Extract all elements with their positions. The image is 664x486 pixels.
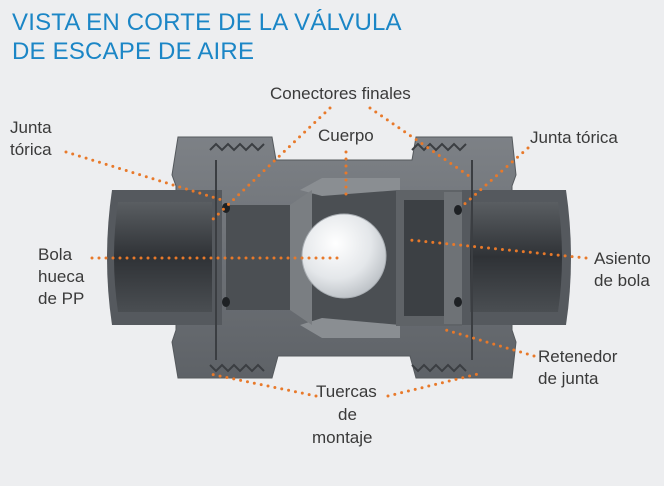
label-bola-line-1: Bola	[38, 245, 72, 265]
label-tuercas-line-1: Tuercas	[316, 382, 377, 402]
label-cuerpo: Cuerpo	[318, 126, 374, 146]
label-tuercas-line-3: montaje	[312, 428, 372, 448]
label-tuercas-line-2: de	[338, 405, 357, 425]
label-bola-line-3: de PP	[38, 289, 84, 309]
label-conectores-finales: Conectores finales	[270, 84, 411, 104]
hollow-pp-ball	[302, 214, 386, 298]
label-asiento-line-2: de bola	[594, 271, 650, 291]
label-junta-torica-left-line-1: Junta	[10, 118, 52, 138]
label-bola-line-2: hueca	[38, 267, 84, 287]
label-retenedor-line-1: Retenedor	[538, 347, 617, 367]
label-junta-torica-right: Junta tórica	[530, 128, 618, 148]
label-asiento-line-1: Asiento	[594, 249, 651, 269]
right-pipe-connector	[462, 190, 571, 325]
ball-seat	[396, 190, 462, 326]
label-junta-torica-left-line-2: tórica	[10, 140, 52, 160]
label-retenedor-line-2: de junta	[538, 369, 599, 389]
